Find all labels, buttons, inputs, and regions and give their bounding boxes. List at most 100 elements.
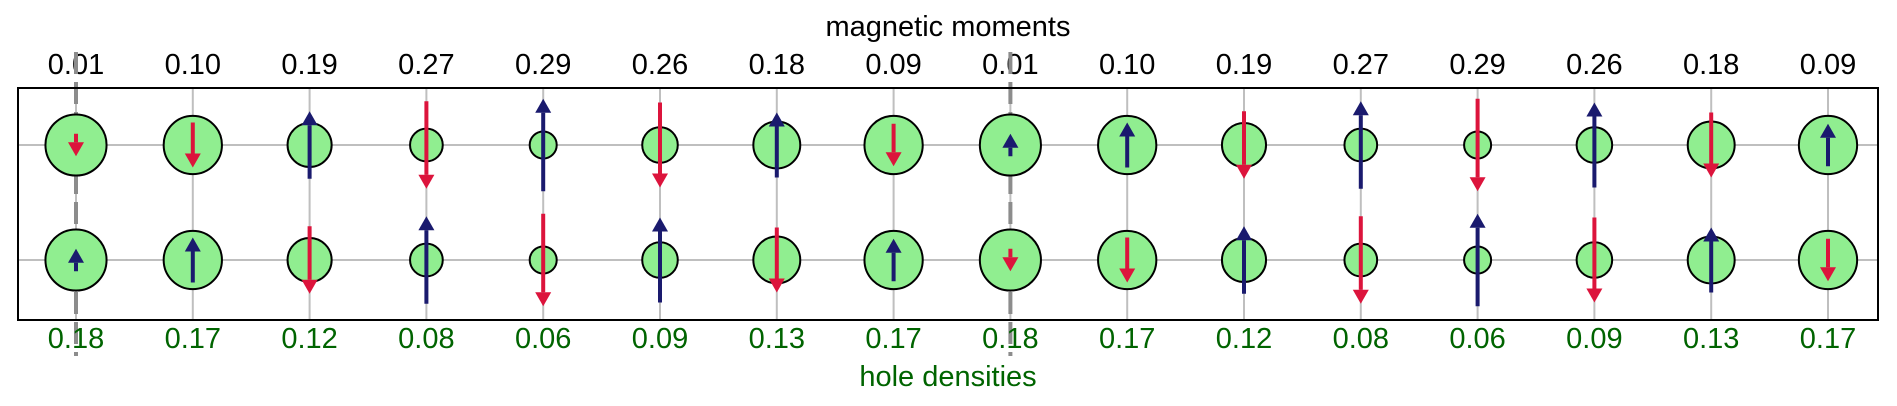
moment-label: 0.29: [1449, 49, 1505, 81]
spin-down-icon: [1236, 164, 1252, 179]
lattice-site: [1686, 227, 1736, 293]
spin-down-icon: [1820, 267, 1836, 282]
moment-label: 0.18: [749, 49, 805, 81]
spin-down-icon: [418, 174, 435, 189]
spin-down-icon: [1002, 257, 1019, 272]
spin-down-icon: [885, 152, 902, 167]
spin-down-icon: [301, 279, 318, 294]
hole-density-label: 0.12: [1216, 323, 1272, 355]
moment-label: 0.27: [1333, 49, 1389, 81]
spin-up-icon: [68, 248, 84, 263]
bottom-title: hole densities: [859, 361, 1036, 393]
spin-down-icon: [652, 173, 668, 188]
lattice-site: [1463, 98, 1493, 192]
spin-up-icon: [885, 238, 902, 253]
lattice-site: [1463, 213, 1493, 307]
hole-density-label: 0.08: [1333, 323, 1389, 355]
spin-up-icon: [1469, 213, 1486, 228]
lattice-site: [863, 114, 924, 176]
moment-label: 0.19: [281, 49, 337, 81]
spin-up-icon: [1119, 122, 1136, 137]
spin-down-icon: [68, 142, 84, 157]
hole-density-label: 0.17: [1099, 323, 1155, 355]
moment-label: 0.29: [515, 49, 571, 81]
spin-down-icon: [535, 292, 552, 307]
lattice-site: [44, 228, 108, 292]
hole-density-label: 0.09: [632, 323, 688, 355]
hole-density-label: 0.06: [1449, 323, 1505, 355]
hole-density-label: 0.13: [749, 323, 805, 355]
moment-label: 0.27: [398, 49, 454, 81]
lattice-site: [1575, 102, 1614, 188]
moment-label: 0.18: [1683, 49, 1739, 81]
lattice-site: [1097, 114, 1158, 176]
lattice-site: [162, 114, 223, 176]
lattice-site: [528, 213, 558, 307]
spin-up-icon: [652, 217, 668, 232]
spin-down-icon: [1352, 289, 1369, 304]
moment-label: 0.09: [1800, 49, 1856, 81]
spin-up-icon: [1002, 133, 1019, 148]
lattice-site: [752, 227, 802, 293]
spin-up-icon: [1703, 227, 1720, 242]
lattice-site: [978, 228, 1042, 292]
moment-label: 0.26: [632, 49, 688, 81]
top-title: magnetic moments: [826, 11, 1071, 43]
domain-wall-stripes: [74, 52, 1013, 356]
spin-up-icon: [1586, 102, 1603, 117]
hole-density-label: 0.18: [48, 323, 104, 355]
lattice-site: [1797, 229, 1859, 291]
moment-label: 0.09: [865, 49, 921, 81]
spin-up-icon: [535, 98, 552, 113]
spin-up-icon: [1236, 226, 1252, 241]
lattice-site: [1220, 226, 1268, 294]
moment-label: 0.10: [1099, 49, 1155, 81]
spin-down-icon: [768, 278, 785, 293]
lattice-frame: [17, 87, 1879, 321]
moment-label: 0.19: [1216, 49, 1272, 81]
lattice-site: [1097, 229, 1158, 291]
hole-density-label: 0.06: [515, 323, 571, 355]
lattice-site: [528, 98, 558, 192]
hole-density-label: 0.09: [1566, 323, 1622, 355]
lattice-site: [286, 226, 333, 294]
lattice-site: [409, 216, 444, 304]
moment-label: 0.26: [1566, 49, 1622, 81]
lattice-site: [1343, 216, 1379, 304]
lattice-site: [162, 229, 223, 291]
hole-density-label: 0.17: [1800, 323, 1856, 355]
spin-up-icon: [301, 111, 318, 126]
lattice-site: [44, 113, 108, 177]
moment-label: 0.10: [165, 49, 221, 81]
spin-down-icon: [1119, 268, 1136, 283]
spin-down-icon: [1703, 163, 1720, 178]
lattice-site: [1797, 114, 1859, 176]
spin-up-icon: [1820, 123, 1836, 138]
spin-down-icon: [184, 153, 201, 168]
lattice-grid: [18, 88, 1878, 320]
lattice-site: [978, 113, 1042, 177]
lattice-site: [409, 101, 444, 189]
spin-up-icon: [768, 112, 785, 127]
lattice-site: [641, 217, 679, 303]
lattice-site: [1686, 112, 1736, 178]
hole-density-label: 0.12: [281, 323, 337, 355]
hole-density-label: 0.17: [865, 323, 921, 355]
spin-up-icon: [184, 237, 201, 252]
lattice-site: [1575, 217, 1614, 303]
lattice-site: [752, 112, 802, 178]
hole-density-label: 0.18: [982, 323, 1038, 355]
lattice-site: [641, 102, 679, 188]
lattice-site: [286, 111, 333, 179]
lattice-site: [1220, 111, 1268, 179]
lattice-sites: [44, 98, 1859, 307]
hole-density-labels: 0.18 0.17 0.12 0.08 0.06 0.09 0.13 0.17 0.18 0.17…: [48, 323, 1856, 355]
hole-density-label: 0.13: [1683, 323, 1739, 355]
lattice-site: [1343, 101, 1379, 189]
lattice-site: [863, 229, 924, 291]
magnetic-moment-labels: 0.010.100.190.270.290.260.180.090.010.10…: [48, 49, 1856, 81]
spin-down-icon: [1586, 288, 1603, 303]
spin-up-icon: [418, 216, 435, 231]
hole-density-label: 0.08: [398, 323, 454, 355]
